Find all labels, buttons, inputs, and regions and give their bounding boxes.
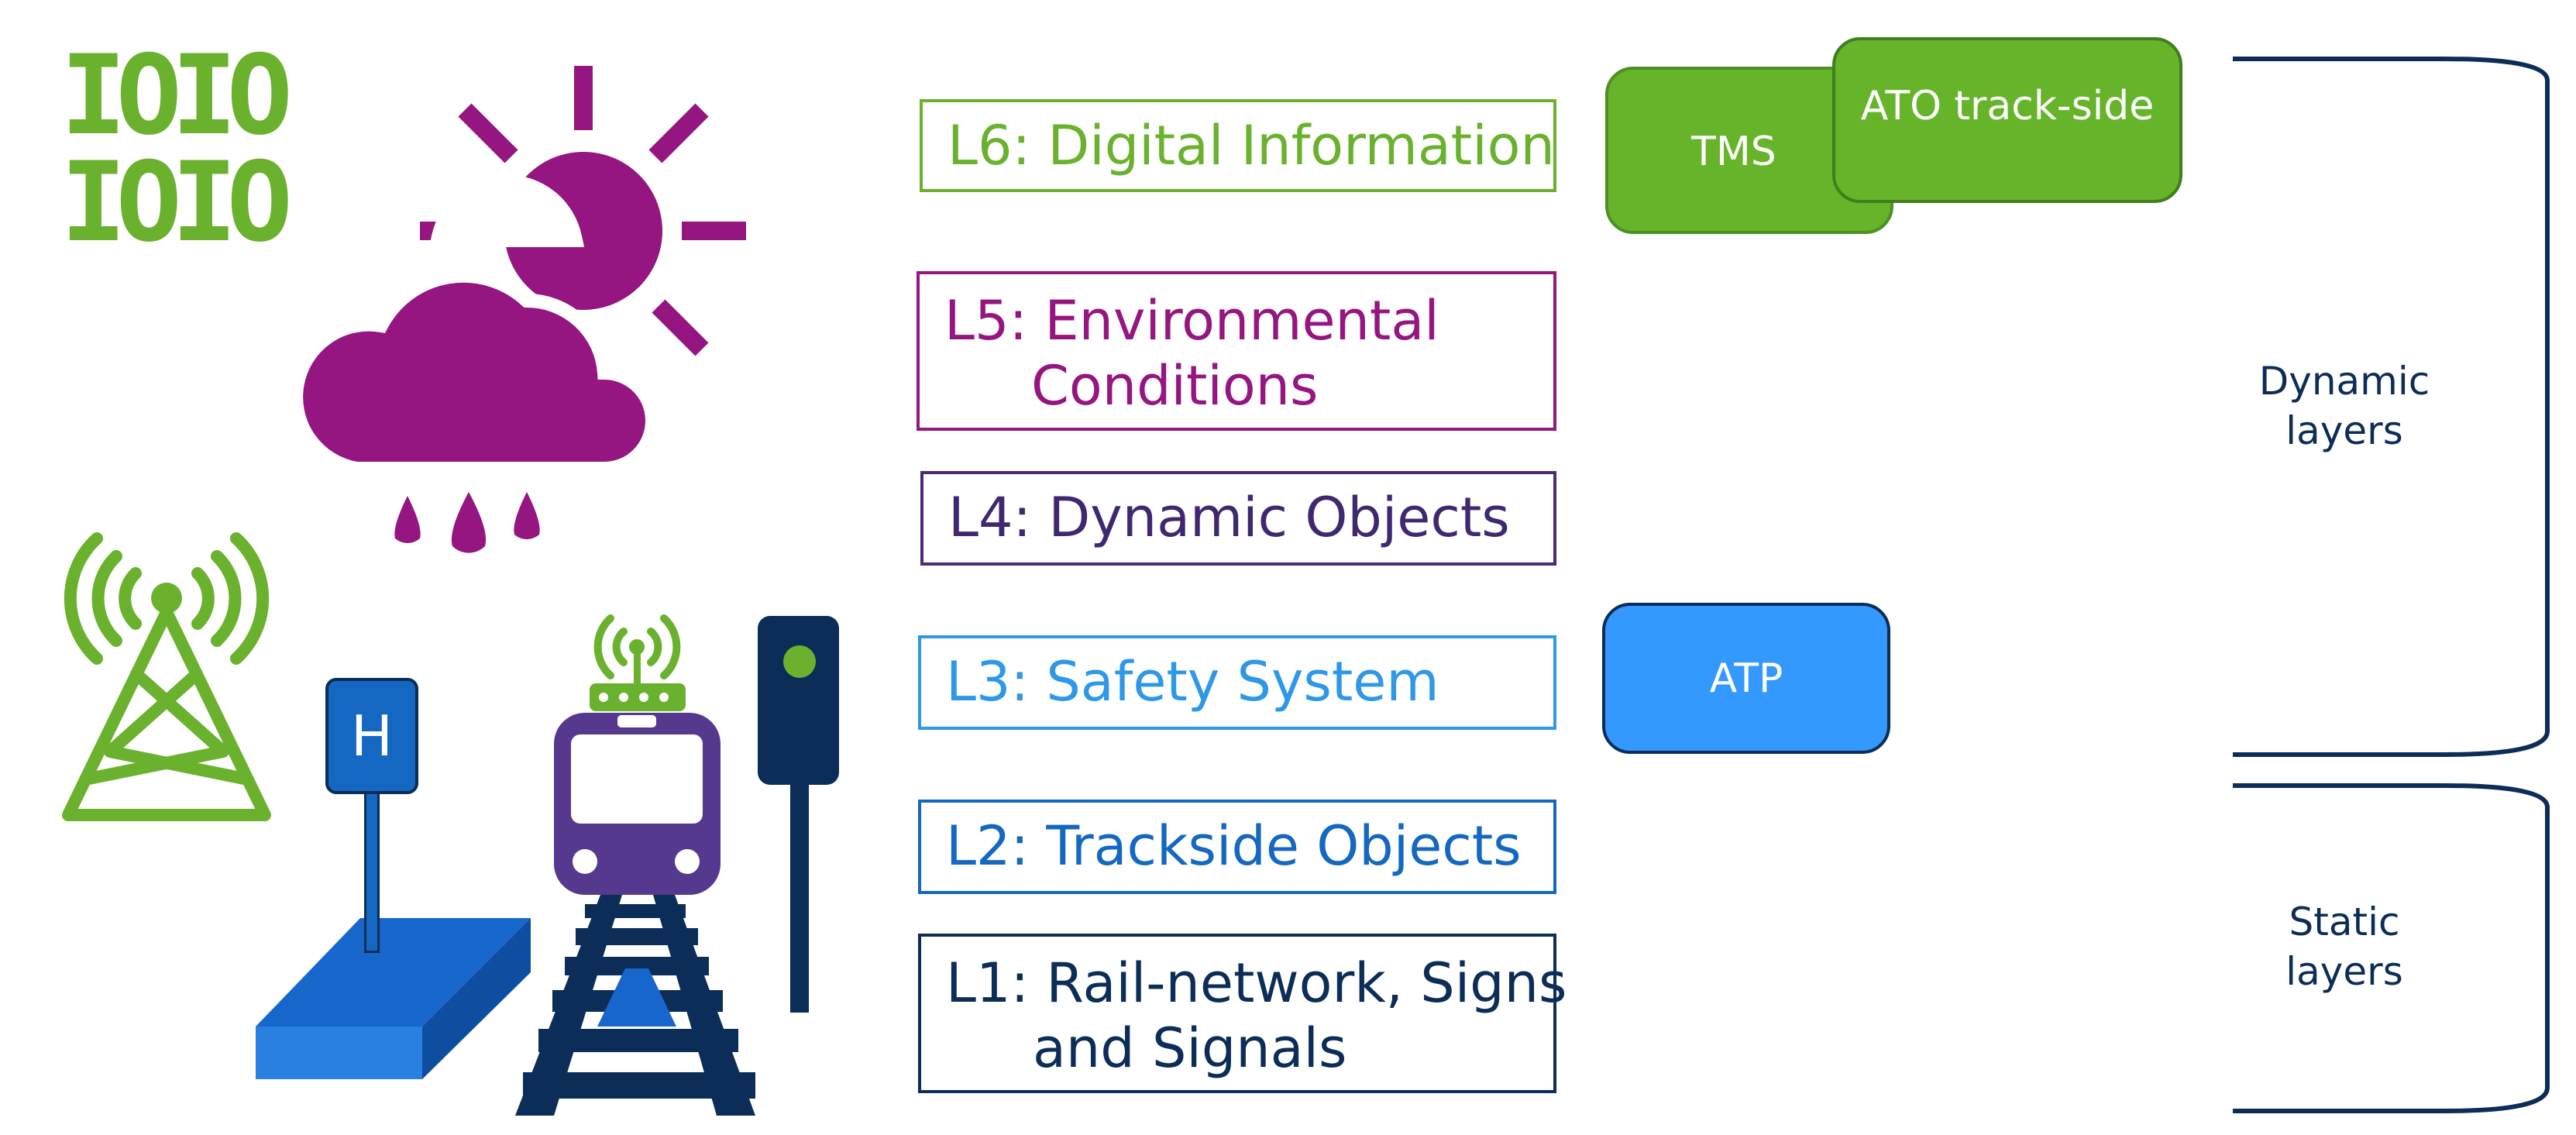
bus-stop-icon: H bbox=[325, 678, 418, 957]
ato-trackside-label: ATO track-side bbox=[1860, 83, 2155, 129]
layer-l4-box: L4: Dynamic Objects bbox=[920, 471, 1556, 566]
layer-l6-label: L6: Digital Information bbox=[948, 114, 1555, 177]
dynamic-layers-label: Dynamic layers bbox=[2244, 356, 2445, 456]
layer-l1-label-cont: and Signals bbox=[1033, 1016, 1347, 1080]
layer-l2-label: L2: Trackside Objects bbox=[946, 814, 1522, 878]
layer-l3-label: L3: Safety System bbox=[946, 650, 1439, 714]
binary-line-1: IOIO bbox=[60, 32, 293, 160]
layer-l5-label: L5: Environmental bbox=[944, 289, 1439, 353]
signal-pole bbox=[790, 771, 809, 1013]
tms-label: TMS bbox=[1691, 129, 1776, 175]
weather-icon bbox=[294, 66, 746, 553]
layer-l3-box: L3: Safety System bbox=[918, 635, 1556, 730]
layer-l1-box: L1: Rail-network, Signs and Signals bbox=[918, 934, 1567, 1093]
train-icon bbox=[515, 614, 755, 1116]
bus-stop-pole bbox=[364, 786, 380, 953]
layer-l6-box: L6: Digital Information bbox=[920, 99, 1556, 192]
dynamic-layers-line-2: layers bbox=[2285, 408, 2403, 453]
signal-light bbox=[783, 645, 816, 678]
dynamic-layers-brace bbox=[2233, 57, 2550, 757]
atp-box: ATP bbox=[1602, 603, 1890, 754]
bus-stop-sign: H bbox=[325, 678, 418, 794]
static-layers-line-1: Static bbox=[2289, 899, 2400, 944]
static-layers-brace bbox=[2233, 783, 2550, 1113]
layer-l1-label: L1: Rail-network, Signs bbox=[946, 951, 1567, 1015]
static-layers-line-2: layers bbox=[2285, 949, 2403, 994]
binary-icon: IOIO IOIO bbox=[60, 32, 293, 267]
binary-line-2: IOIO bbox=[60, 139, 293, 267]
antenna-tower-icon bbox=[62, 532, 271, 821]
dynamic-layers-line-1: Dynamic bbox=[2258, 359, 2430, 404]
signal-head bbox=[758, 616, 839, 785]
static-layers-label: Static layers bbox=[2244, 897, 2445, 996]
layer-l2-box: L2: Trackside Objects bbox=[918, 800, 1556, 894]
ato-trackside-box: ATO track-side bbox=[1832, 37, 2182, 203]
layer-l4-label: L4: Dynamic Objects bbox=[948, 486, 1510, 549]
signal-icon bbox=[758, 616, 839, 1015]
atp-label: ATP bbox=[1709, 655, 1783, 702]
layer-l5-label-cont: Conditions bbox=[1031, 354, 1319, 418]
platform-icon bbox=[256, 918, 531, 1079]
layer-l5-box: L5: Environmental Conditions bbox=[917, 271, 1556, 431]
